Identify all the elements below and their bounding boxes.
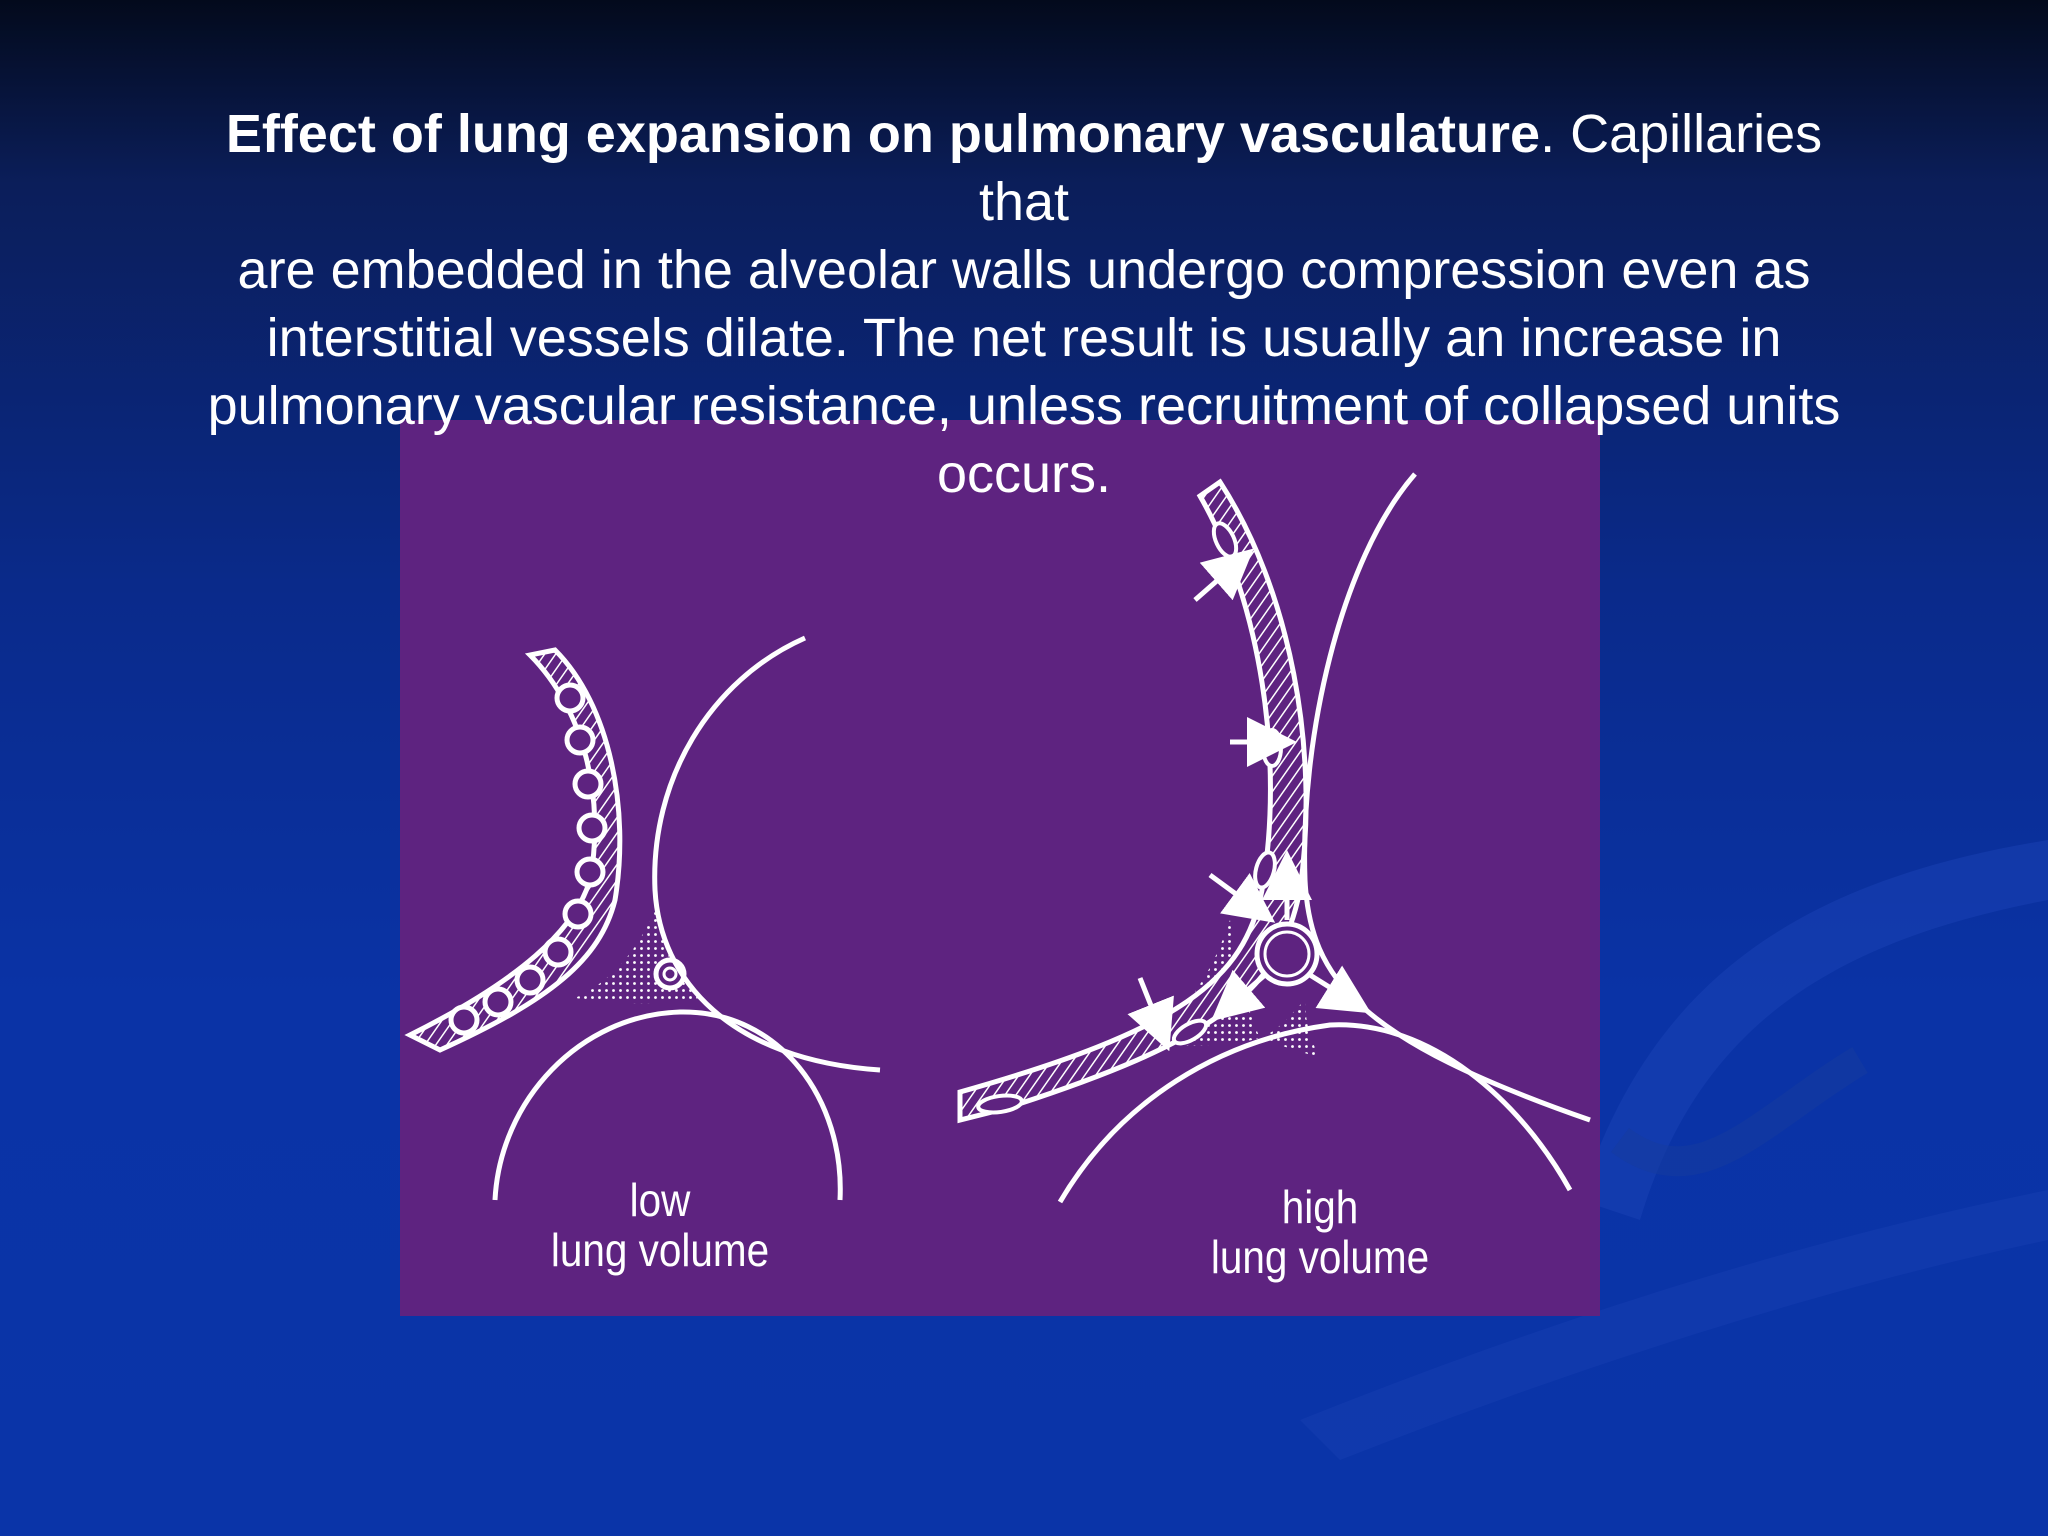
high-alveolus-bottom [1057,1022,1573,1204]
slide-title: Effect of lung expansion on pulmonary va… [225,104,1541,164]
text-line-5: pulmonary vascular resistance, unless re… [207,376,1841,436]
text-line-1: Effect of lung expansion on pulmonary va… [150,100,1898,168]
text-line-4: interstitial vessels dilate. The net res… [266,308,1782,368]
high-volume-label: high lung volume [1206,1182,1435,1282]
title-continuation: . Capillaries [1540,104,1823,164]
low-volume-label-line2: lung volume [550,1224,770,1276]
high-volume-label-line1: high [1281,1181,1359,1233]
low-volume-label-line1: low [629,1174,691,1226]
low-volume-label: low lung volume [546,1175,775,1275]
figure-drawing [404,472,1591,1204]
text-line-6: occurs. [936,444,1112,504]
high-arrows [1127,548,1372,1052]
text-line-2: that [978,172,1070,232]
low-capillaries [448,682,608,1036]
low-alveolus-bottom [492,1009,843,1201]
high-volume-diagram [957,472,1591,1204]
low-alveolus-upper-right [652,635,881,1073]
high-volume-label-line2: lung volume [1210,1231,1430,1283]
lung-volume-figure: low lung volume high lung volume [400,420,1600,1316]
low-septum-wall [404,647,623,1053]
high-interstitial-vessel [1254,921,1320,987]
slide-text: Effect of lung expansion on pulmonary va… [150,100,1898,508]
text-line-3: are embedded in the alveolar walls under… [237,240,1811,300]
low-volume-diagram [404,635,881,1201]
